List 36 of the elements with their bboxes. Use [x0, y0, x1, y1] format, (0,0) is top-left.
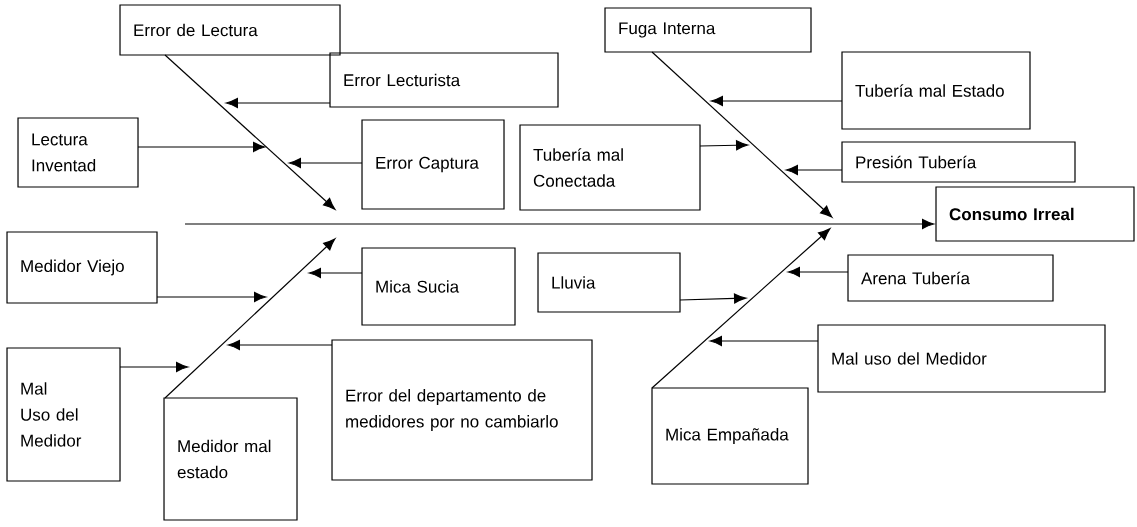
- arrow: [119, 361, 189, 373]
- arrow: [699, 140, 749, 151]
- arrow: [308, 267, 363, 279]
- cause-box: Medidor Viejo: [6, 231, 158, 304]
- cause-box: Mica Empañada: [651, 387, 809, 485]
- arrow: [156, 291, 267, 303]
- cause-box: Error del departamento de medidores por no cambiarlo: [331, 339, 593, 481]
- cause-box: Consumo Irreal: [935, 186, 1135, 242]
- arrow: [709, 335, 819, 347]
- cause-box: Lluvia: [537, 252, 681, 313]
- cause-box: Fuga Interna: [604, 7, 812, 53]
- arrow: [651, 51, 833, 218]
- arrow: [710, 95, 843, 107]
- arrow: [227, 339, 333, 351]
- cause-box: Lectura Inventad: [17, 117, 139, 188]
- cause-box: Error de Lectura: [119, 4, 341, 56]
- cause-box: Error Lecturista: [329, 52, 559, 108]
- cause-box: Mica Sucia: [361, 247, 516, 326]
- cause-box: Error Captura: [361, 119, 505, 210]
- arrow: [785, 164, 843, 176]
- arrow: [288, 157, 363, 169]
- arrow: [184, 218, 935, 230]
- cause-box: Mal Uso del Medidor: [6, 347, 121, 482]
- cause-box: Presión Tubería: [841, 141, 1076, 183]
- arrow: [787, 266, 849, 278]
- cause-box: Medidor mal estado: [163, 397, 298, 521]
- cause-box: Mal uso del Medidor: [817, 324, 1106, 393]
- cause-box: Tubería mal Conectada: [519, 124, 701, 211]
- arrow: [679, 293, 747, 304]
- arrow: [164, 238, 336, 399]
- cause-box: Tubería mal Estado: [841, 51, 1031, 130]
- arrow: [651, 228, 831, 389]
- arrow: [137, 141, 266, 153]
- arrow: [225, 97, 331, 109]
- cause-box: Arena Tubería: [847, 254, 1054, 302]
- arrow: [164, 54, 336, 210]
